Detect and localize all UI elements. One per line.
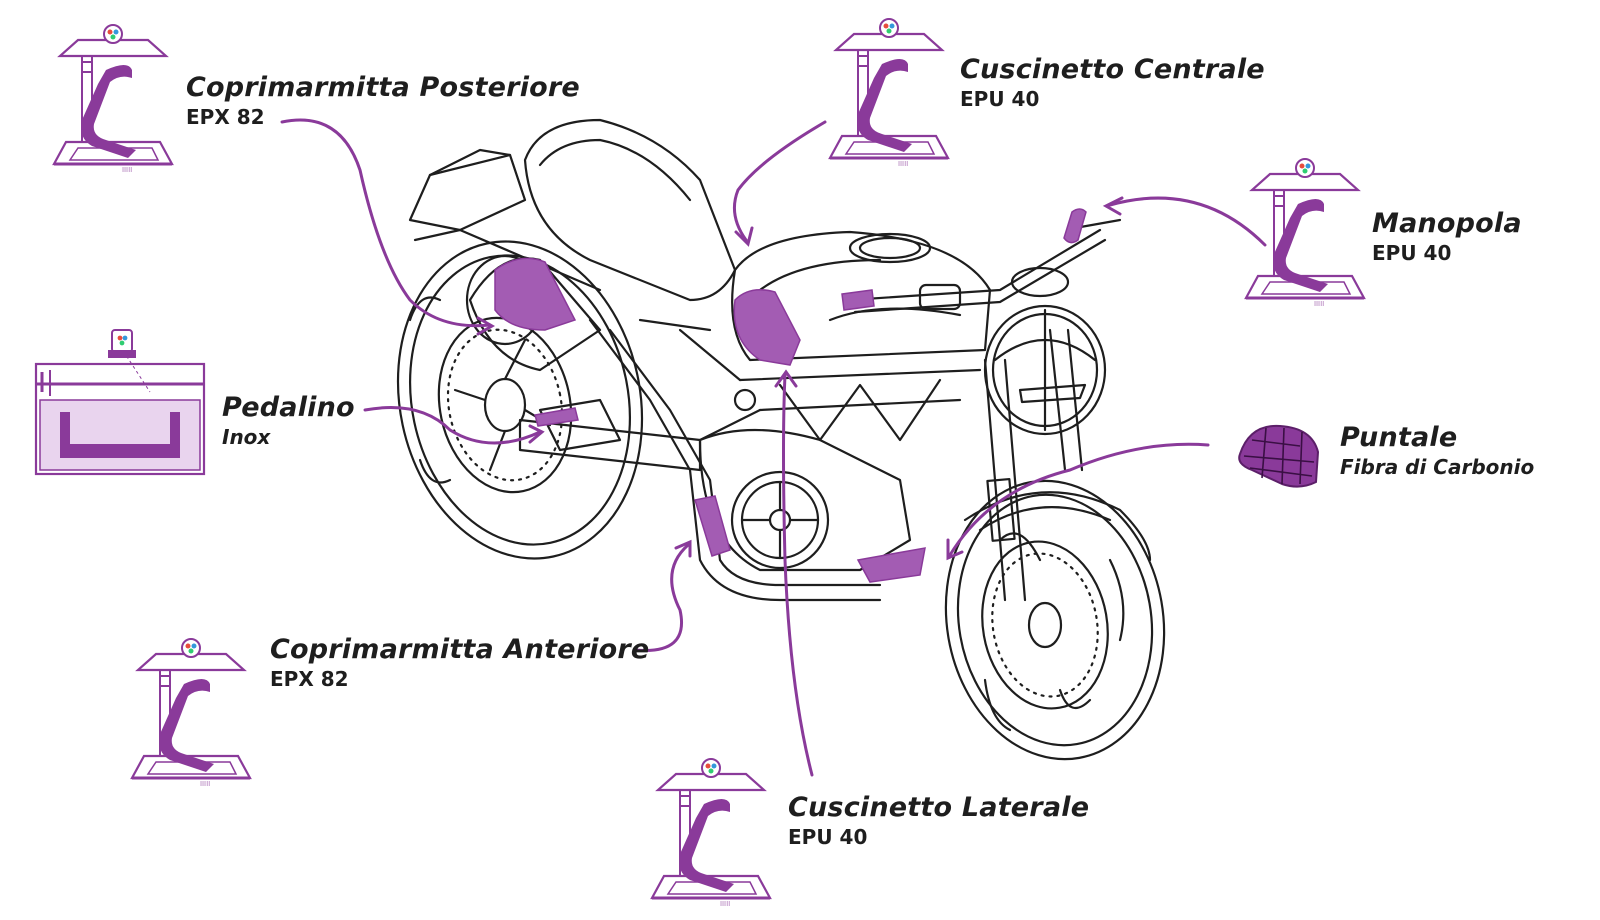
- leader-cuscinetto-laterale: [782, 373, 814, 777]
- leader-manopola: [1108, 196, 1267, 247]
- label-manopola: Manopola EPU 40: [1372, 208, 1522, 266]
- part-material: Inox: [222, 425, 271, 449]
- part-material: EPX 82: [186, 105, 265, 129]
- 3d-printer-icon-cuscinetto-laterale: [650, 757, 772, 906]
- 3d-printer-icon-coprimarmitta-anteriore: [130, 637, 252, 786]
- 3d-printer-icon-manopola: [1244, 157, 1366, 306]
- label-puntale: Puntale Fibra di Carbonio: [1340, 422, 1534, 480]
- highlight-pedalino: [534, 407, 579, 427]
- part-material: EPX 82: [270, 667, 349, 691]
- arrow-coprimarmitta-anteriore: [674, 539, 692, 558]
- part-name: Coprimarmitta Posteriore: [186, 72, 580, 103]
- label-pedalino: Pedalino Inox: [222, 392, 355, 450]
- part-material: EPU 40: [1372, 241, 1452, 265]
- part-name: Manopola: [1372, 208, 1522, 239]
- leader-puntale: [948, 442, 1210, 557]
- highlight-cuscinetto-centrale: [733, 289, 801, 366]
- 3d-printer-icon-coprimarmitta-posteriore: [52, 23, 174, 172]
- leader-coprimarmitta-posteriore: [280, 118, 492, 328]
- arrow-pedalino: [528, 424, 545, 444]
- leader-coprimarmitta-anteriore: [633, 543, 690, 652]
- part-name: Puntale: [1340, 422, 1458, 453]
- part-name: Cuscinetto Centrale: [960, 54, 1265, 85]
- part-material: Fibra di Carbonio: [1340, 455, 1535, 479]
- arrow-manopola: [1102, 196, 1124, 216]
- part-material: EPU 40: [788, 825, 868, 849]
- leader-pedalino: [363, 406, 542, 445]
- label-coprimarmitta-posteriore: Coprimarmitta Posteriore EPX 82: [186, 72, 580, 130]
- part-name: Pedalino: [222, 392, 355, 423]
- arrow-puntale: [946, 538, 964, 561]
- leader-lines: [280, 118, 1267, 777]
- part-name: Coprimarmitta Anteriore: [270, 634, 650, 665]
- part-name: Cuscinetto Laterale: [788, 792, 1090, 823]
- arrow-cuscinetto-centrale: [734, 226, 754, 247]
- label-coprimarmitta-anteriore: Coprimarmitta Anteriore EPX 82: [270, 634, 649, 692]
- label-cuscinetto-centrale: Cuscinetto Centrale EPU 40: [960, 54, 1265, 112]
- leader-cuscinetto-centrale: [732, 120, 827, 242]
- arrow-cuscinetto-laterale: [774, 369, 798, 388]
- metal-printer-icon: [34, 329, 206, 476]
- carbon-fiber-shell-icon: [1238, 424, 1320, 488]
- highlight-coprimarmitta-posteriore: [494, 257, 577, 331]
- highlight-coprimarmitta-anteriore: [694, 495, 731, 557]
- part-material: EPU 40: [960, 87, 1040, 111]
- highlight-manopola: [1063, 208, 1087, 244]
- highlight-manopola-2: [841, 289, 875, 311]
- label-cuscinetto-laterale: Cuscinetto Laterale EPU 40: [788, 792, 1089, 850]
- highlight-puntale: [856, 547, 926, 583]
- arrow-coprimarmitta-posteriore: [476, 316, 496, 336]
- highlighted-parts: [494, 208, 1087, 583]
- 3d-printer-icon-cuscinetto-centrale: [828, 17, 950, 166]
